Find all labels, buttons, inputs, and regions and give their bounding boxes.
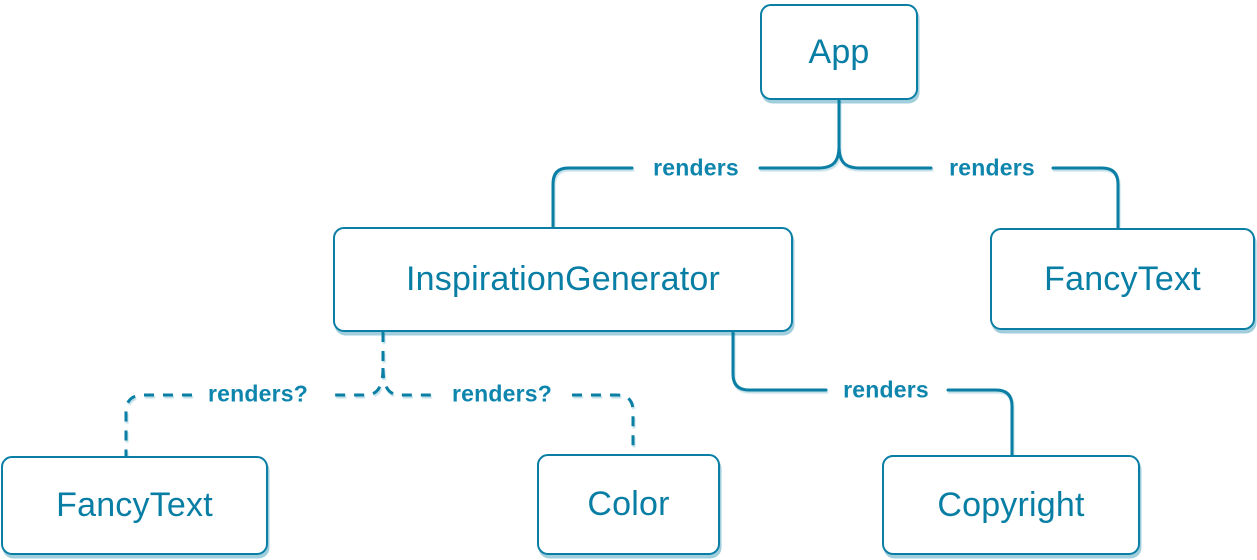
node-app-label: App xyxy=(808,32,870,71)
edge-inspirationgenerator-copyright-1 xyxy=(731,330,828,392)
edge-label-renders-inspirationgenerator-color: renders? xyxy=(451,380,553,407)
edge-inspirationgenerator-copyright-2 xyxy=(946,388,1014,457)
edge-label-renders-inspirationgenerator-copyright: renders xyxy=(843,376,929,403)
node-fancy-text-bottom: FancyText xyxy=(1,456,268,555)
node-copyright-label: Copyright xyxy=(937,485,1085,524)
edge-inspirationgenerator-color-2 xyxy=(572,393,635,454)
edge-label-renders-inspirationgenerator-fancytext: renders? xyxy=(207,380,309,407)
edge-inspirationgenerator-fancytext-2 xyxy=(124,393,192,456)
edge-app-fancytext-1 xyxy=(837,144,933,170)
edge-app-inspirationgenerator-1 xyxy=(758,144,841,170)
edge-app-fancytext-2 xyxy=(1051,166,1120,230)
node-copyright: Copyright xyxy=(882,455,1140,555)
node-inspiration-generator-label: InspirationGenerator xyxy=(406,260,720,298)
node-inspiration-generator: InspirationGenerator xyxy=(333,227,793,332)
edge-label-renders-app-fancytext: renders xyxy=(949,154,1035,181)
node-app: App xyxy=(760,4,918,100)
edge-inspirationgenerator-color-1 xyxy=(381,367,431,397)
edge-app-inspirationgenerator-2 xyxy=(551,166,634,229)
edge-label-renders-app-inspirationgenerator: renders xyxy=(653,154,739,181)
node-color-label: Color xyxy=(587,485,670,523)
node-fancy-text-bottom-label: FancyText xyxy=(56,486,213,524)
node-fancy-text-top-label: FancyText xyxy=(1044,259,1201,298)
node-fancy-text-top: FancyText xyxy=(990,228,1255,330)
node-color: Color xyxy=(537,454,720,555)
edge-inspirationgenerator-fancytext-1 xyxy=(331,367,385,397)
